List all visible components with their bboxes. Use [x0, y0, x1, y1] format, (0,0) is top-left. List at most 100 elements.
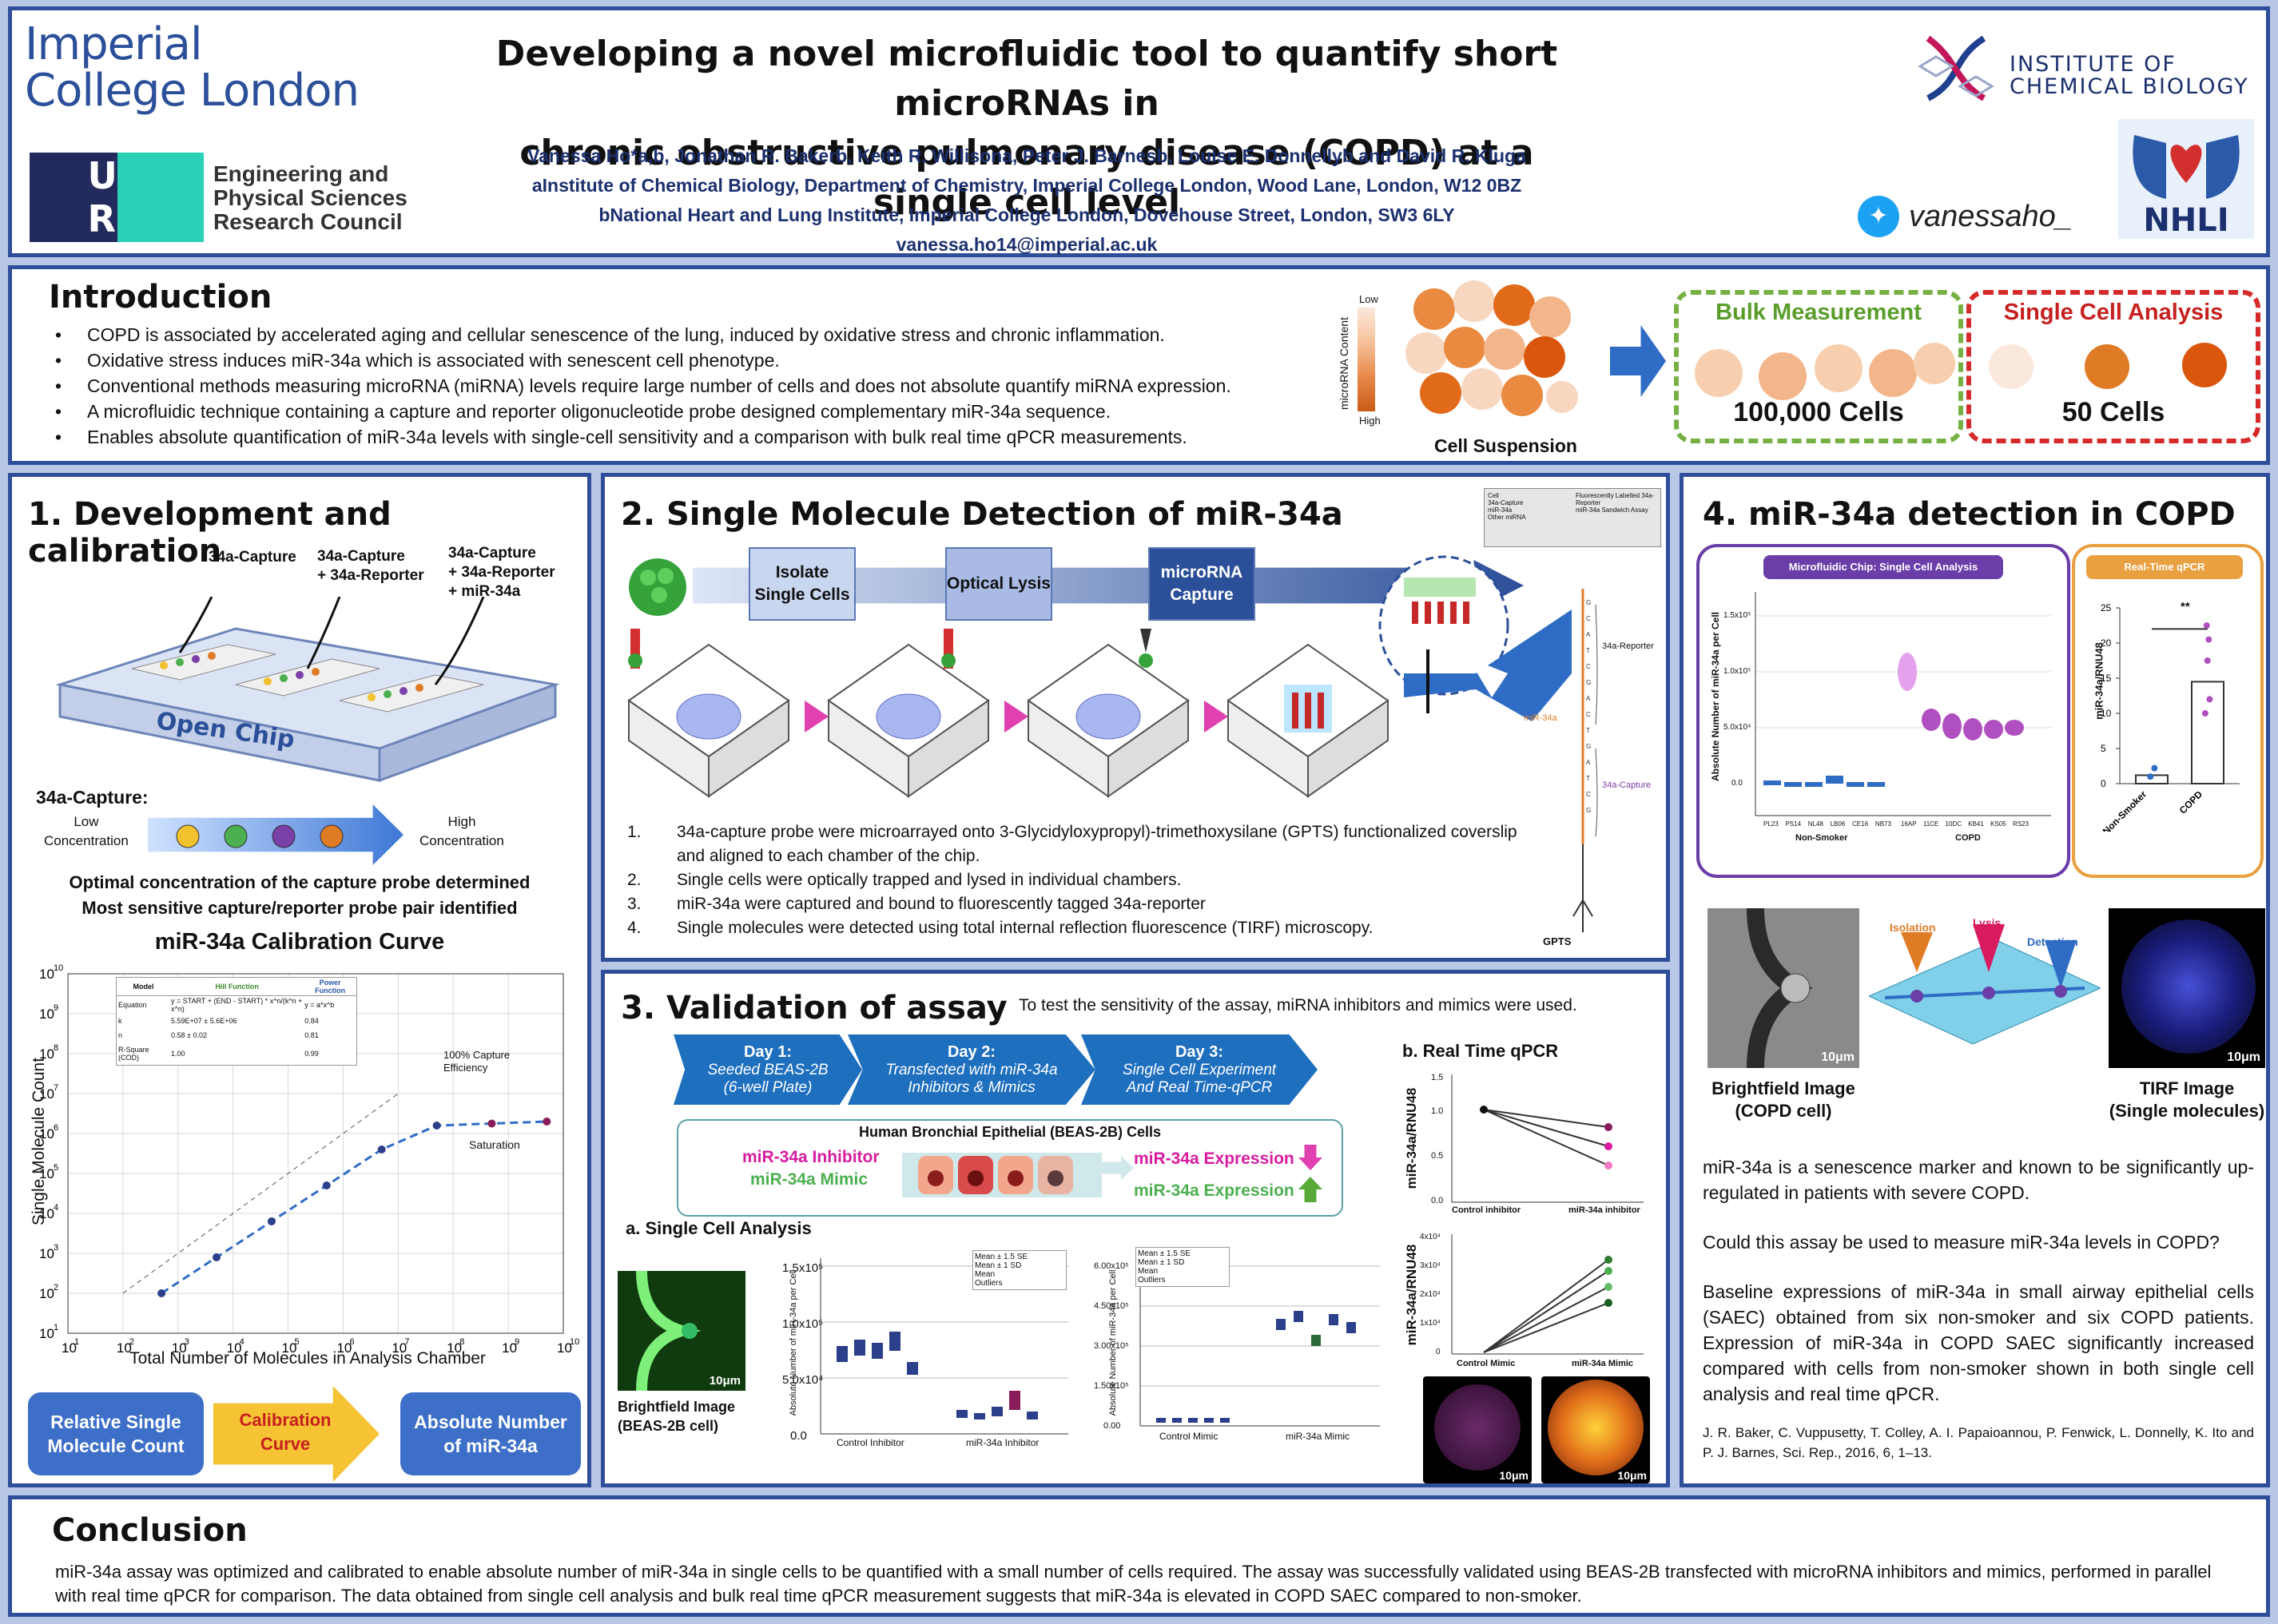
chip-xticks-copd: 16AP11CE10DCKB41KS05RS23 [1901, 820, 2029, 828]
copd-trap [1708, 908, 1859, 1068]
copd-qpcr-chart: 0510152025Non-SmokerCOPD [2080, 584, 2256, 832]
qpcr-point [1604, 1161, 1612, 1169]
twitter-handle[interactable]: ✦ vanessaho_ [1858, 196, 2073, 237]
beas-cells-title: Human Bronchial Epithelial (BEAS-2B) Cel… [678, 1124, 1342, 1141]
chip-xtick: 10DC [1946, 820, 1962, 828]
tirf-inhibitor-disc [1434, 1384, 1521, 1471]
calibration-point [157, 1289, 165, 1297]
single-title: Single Cell Analysis [1971, 300, 2256, 326]
fit-table-cell: 5.59E+07 ± 5.6E+06 [170, 1014, 304, 1028]
ideal-capture-line [123, 1094, 398, 1293]
y-tick-exponent: 5 [54, 1163, 58, 1173]
qpcr-point [2205, 637, 2212, 643]
qpcr-bar-label: COPD [2177, 788, 2205, 816]
legend-reporter: Fluorescently Labelled 34a-Reporter [1576, 492, 1657, 506]
intro-bullet: COPD is associated by accelerated aging … [49, 322, 1327, 347]
qpcr-point [2147, 773, 2153, 780]
qpcr-title: b. Real Time qPCR [1402, 1041, 1558, 1062]
svg-text:C: C [1586, 791, 1591, 798]
qpcr-point [1480, 1106, 1488, 1114]
beas-cells-box: Human Bronchial Epithelial (BEAS-2B) Cel… [677, 1119, 1343, 1217]
section-1-panel: 1. Development and calibration 34a-Captu… [8, 473, 591, 1487]
scale-bar-label: 10μm [710, 1374, 741, 1388]
svg-text:A: A [1586, 695, 1591, 702]
affiliation-a: aInstitute of Chemical Biology, Departme… [459, 171, 1594, 201]
qpcr-ytick: 1.5 [1431, 1073, 1443, 1082]
sca-ytick: 5.0x10⁴ [782, 1373, 823, 1387]
box-legend-entry: Mean ± 1 SD [1138, 1258, 1227, 1267]
legend-sandwich: miR-34a Sandwich Assay [1576, 506, 1657, 514]
svg-text:C: C [1586, 615, 1591, 622]
header-panel: Imperial College London UKRI Engineering… [8, 6, 2270, 257]
intro-title: Introduction [49, 279, 272, 316]
step-isolate: Isolate Single Cells [749, 547, 856, 621]
box-legend-2: Mean ± 1.5 SEMean ± 1 SDMeanOutliers [1135, 1247, 1230, 1287]
copd-brightfield-label: Brightfield Image (COPD cell) [1708, 1078, 1859, 1122]
inhibitor-boxes [837, 1332, 1038, 1420]
x-tick-exponent: 1 [74, 1337, 79, 1347]
lysis-label: Lysis [1973, 916, 2001, 929]
box-legend-entry: Mean ± 1.5 SE [975, 1253, 1064, 1261]
chip-xtick: RS23 [2013, 820, 2029, 828]
x-tick-exponent: 4 [240, 1337, 244, 1347]
sec2-step: 4.Single molecules were detected using t… [621, 916, 1548, 940]
single-cells-count: 50 Cells [1971, 397, 2256, 428]
optimal-line-1: Optimal concentration of the capture pro… [12, 870, 587, 895]
conclusion-title: Conclusion [52, 1512, 248, 1549]
day1-text: Seeded BEAS-2B (6-well Plate) [674, 1062, 862, 1097]
scale-bar [1358, 308, 1375, 411]
detection-label: Detection [2027, 935, 2078, 948]
y-tick-exponent: 7 [54, 1083, 58, 1093]
arrow-down-icon [1298, 1145, 1322, 1170]
qpcr-bar-label: Non-Smoker [2101, 788, 2149, 832]
reference: J. R. Baker, C. Vuppusetty, T. Colley, A… [1703, 1423, 2254, 1463]
chamber-arrow [1004, 701, 1028, 733]
svg-text:A: A [1586, 631, 1591, 638]
chip-xtick: PS14 [1785, 820, 1801, 828]
qpcr-point [1604, 1123, 1612, 1131]
nonsmoker-violins [1763, 776, 1885, 787]
ukri-text: Engineering and Physical Sciences Resear… [213, 162, 437, 234]
sca-ytick: 6.00x10⁵ [1094, 1261, 1129, 1271]
twitter-handle-text: vanessaho_ [1909, 200, 2073, 234]
absolute-number-box: Absolute Number of miR-34a [400, 1392, 581, 1475]
x-tick-exponent: 10 [570, 1337, 579, 1347]
copd-tirf-disc [2121, 919, 2256, 1054]
legend-capture: 34a-Capture [1488, 499, 1569, 506]
scale-high: High [1359, 415, 1381, 427]
section-2-panel: 2. Single Molecule Detection of miR-34a … [601, 473, 1670, 962]
y-tick-label: 25 [2101, 602, 2112, 613]
chip-ytick: 1.0x10⁵ [1723, 667, 1751, 676]
qpcr-ylabel-2: miR-34a/RNU48 [1404, 1239, 1420, 1351]
isolation-label: Isolation [1890, 921, 1936, 934]
scale-bar-label: 10μm [1499, 1469, 1529, 1482]
sec4-para-1: miR-34a is a senescence marker and known… [1703, 1154, 2254, 1205]
tirf-image-mimic: 10μm [1541, 1376, 1650, 1483]
chip-xtick: KS05 [1990, 820, 2006, 828]
qpcr-point [2204, 622, 2210, 629]
y-tick-exponent: 3 [54, 1243, 58, 1253]
bulk-cells-count: 100,000 Cells [1679, 397, 1958, 428]
y-tick-label: 10 [39, 1246, 54, 1261]
calibration-point [268, 1217, 276, 1225]
svg-text:C: C [1586, 711, 1591, 718]
svg-text:G: G [1586, 599, 1591, 606]
sec2-steps: 1.34a-capture probe were microarrayed on… [621, 820, 1548, 940]
chip-ytick: 1.5x10⁵ [1723, 611, 1751, 620]
chip-ytick: 0.0 [1731, 779, 1743, 788]
sca-xtick: Control Inhibitor [837, 1437, 904, 1448]
email[interactable]: vanessa.ho14@imperial.ac.uk [459, 230, 1594, 260]
sec4-text: miR-34a is a senescence marker and known… [1703, 1154, 2254, 1463]
qpcr-ytick: 2x10⁴ [1420, 1290, 1441, 1299]
beas-brightfield-label: Brightfield Image (BEAS-2B cell) [618, 1397, 735, 1435]
single-cell-analysis-box: Single Cell Analysis 50 Cells [1966, 290, 2260, 443]
authors-block: Vanessa Ho*a,b, Jonathan R. Bakerb, Keit… [459, 141, 1594, 260]
relative-count-box: Relative Single Molecule Count [28, 1392, 204, 1475]
mimic-boxes [1156, 1311, 1356, 1423]
svg-text:T: T [1586, 775, 1590, 782]
beas-brightfield-image: 10μm [618, 1271, 745, 1391]
dna-icon [1912, 26, 2000, 114]
qpcr-ytick: 3x10⁴ [1420, 1261, 1441, 1270]
y-tick-exponent: 4 [54, 1203, 58, 1213]
intro-bullet: A microfluidic technique containing a ca… [49, 399, 1327, 424]
